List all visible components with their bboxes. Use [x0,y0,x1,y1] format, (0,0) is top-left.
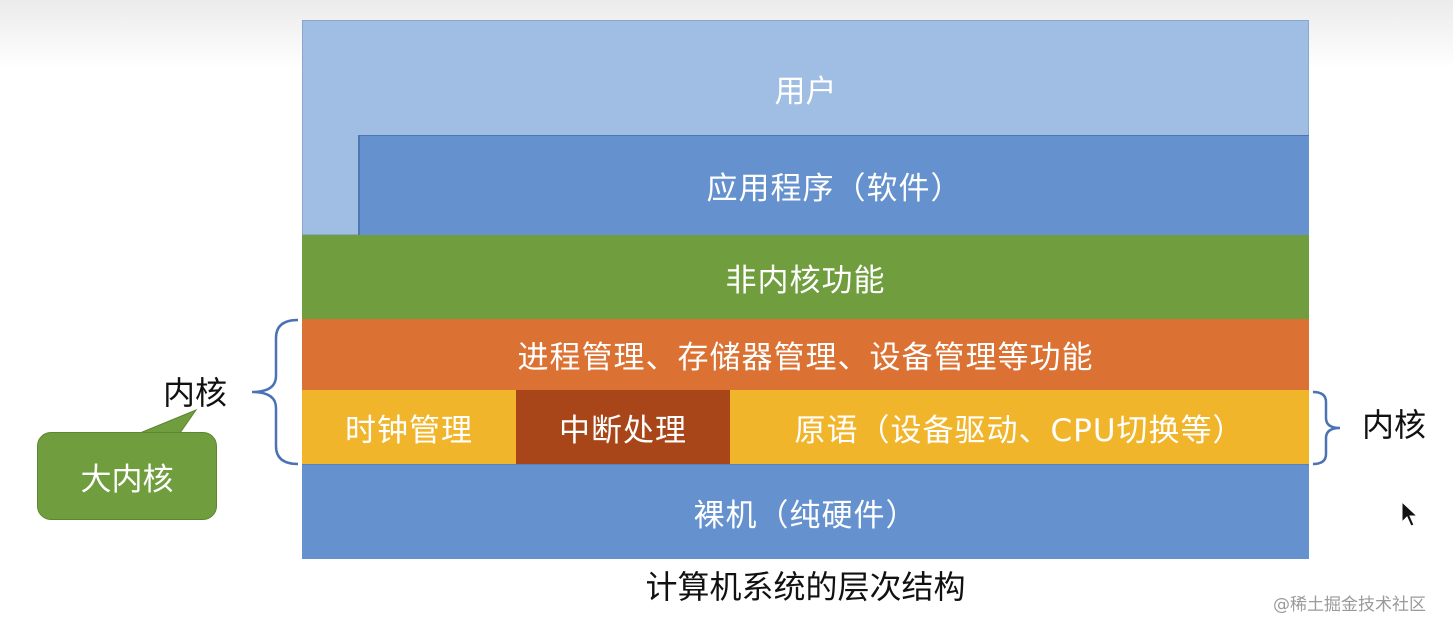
non-kernel-layer: 非内核功能 [302,235,1309,319]
big-kernel-callout: 大内核 [37,432,217,520]
clock-management-block: 时钟管理 [302,390,516,464]
cursor-icon [1401,500,1419,527]
diagram-caption: 计算机系统的层次结构 [645,568,966,606]
kernel-label-left: 内核 [163,374,228,412]
left-kernel-brace [251,318,299,466]
process-management-layer: 进程管理、存储器管理、设备管理等功能 [302,319,1309,390]
user-layer-label: 用户 [774,73,837,110]
primitives-block: 原语（设备驱动、CPU切换等） [730,390,1309,464]
right-kernel-brace [1312,390,1341,466]
kernel-label-right: 内核 [1362,406,1427,444]
application-layer: 应用程序（软件） [358,135,1309,235]
bare-machine-layer: 裸机（纯硬件） [302,464,1309,559]
interrupt-handling-block: 中断处理 [516,390,730,464]
watermark: @稀土掘金技术社区 [1273,595,1426,615]
